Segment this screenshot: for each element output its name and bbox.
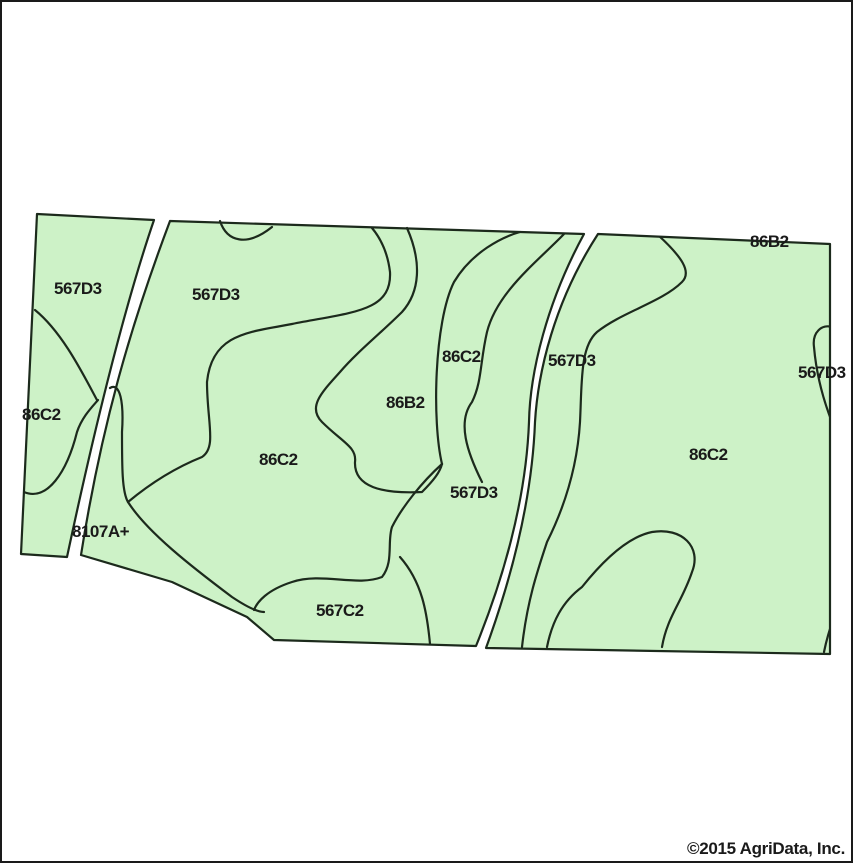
- map-label-soil-unit: 86C2: [259, 450, 298, 469]
- field-parcel-east: [484, 232, 832, 656]
- soil-boundary: [812, 325, 830, 444]
- map-label-soil-unit: 86B2: [750, 232, 789, 251]
- map-label-soil-unit: 8107A+: [72, 522, 130, 541]
- soil-boundary: [545, 530, 696, 649]
- soil-boundary: [33, 308, 99, 402]
- map-label-soil-unit: 567D3: [798, 363, 846, 382]
- map-label-soil-unit: 567C2: [316, 601, 364, 620]
- soil-boundary: [435, 230, 522, 466]
- soil-boundary: [22, 398, 100, 495]
- soil-boundary: [520, 234, 687, 649]
- map-label-soil-unit: 567D3: [54, 279, 102, 298]
- soil-boundary: [463, 232, 566, 484]
- soil-boundary: [218, 219, 274, 241]
- field-parcel-central: [79, 219, 586, 648]
- map-label-soil-unit: 86C2: [22, 405, 61, 424]
- soil-boundary: [314, 226, 444, 494]
- soil-boundary: [398, 555, 432, 646]
- soil-boundary: [252, 462, 444, 612]
- map-label-soil-unit: 86C2: [689, 445, 728, 464]
- field-parcel-west: [19, 212, 156, 559]
- soil-boundary: [822, 600, 830, 654]
- soil-boundary: [126, 500, 266, 614]
- map-label-soil-unit: 567D3: [450, 483, 498, 502]
- map-label-soil-unit: 86B2: [386, 393, 425, 412]
- copyright-notice: ©2015 AgriData, Inc.: [686, 839, 845, 858]
- map-label-soil-unit: 86C2: [442, 347, 481, 366]
- map-label-soil-unit: 567D3: [548, 351, 596, 370]
- soil-boundary: [108, 226, 392, 504]
- map-label-soil-unit: 567D3: [192, 285, 240, 304]
